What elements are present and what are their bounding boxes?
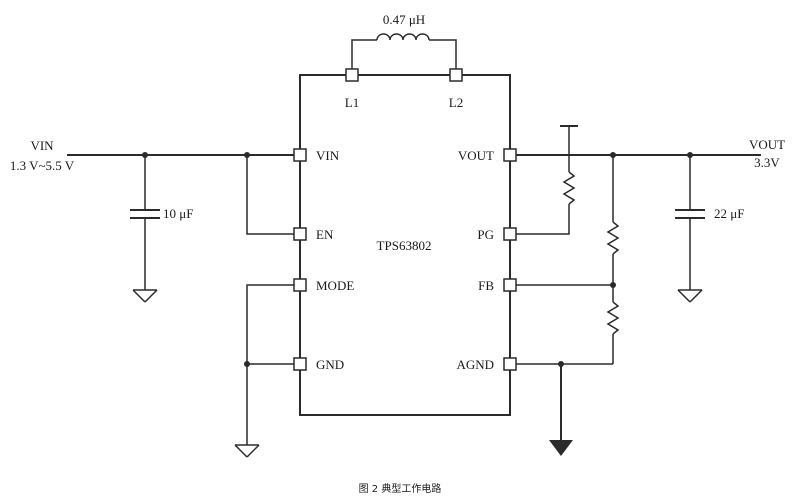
vin-label: VIN	[30, 138, 54, 153]
pin-en	[293, 227, 307, 241]
pin-gnd	[293, 357, 307, 371]
vin-range-label: 1.3 V~5.5 V	[10, 158, 75, 173]
pin-vin-label: VIN	[316, 148, 340, 163]
fb-junction-dot	[610, 282, 616, 288]
gnd-junction-dot	[244, 361, 250, 367]
pin-l1-label: L1	[345, 95, 359, 110]
pin-fb	[503, 278, 517, 292]
ground-symbol-mode	[234, 444, 260, 458]
feedback-divider	[606, 155, 620, 364]
figure-caption: 图 2 典型工作电路	[359, 482, 442, 495]
vout-label: VOUT	[749, 137, 785, 152]
pg-pullup-resistor	[510, 125, 578, 235]
vout-voltage-label: 3.3V	[754, 155, 780, 170]
pin-mode-label: MODE	[316, 278, 354, 293]
chip-name-label: TPS63802	[377, 238, 432, 253]
input-cap-label: 10 μF	[163, 206, 193, 221]
pin-vout	[503, 148, 517, 162]
pin-agnd	[503, 357, 517, 371]
pin-vout-label: VOUT	[458, 148, 494, 163]
pin-pg-label: PG	[477, 227, 494, 242]
ground-symbol-output	[677, 289, 703, 303]
pin-vin	[293, 148, 307, 162]
pin-l2-label: L2	[449, 95, 463, 110]
en-wire	[246, 155, 300, 235]
ground-symbol-agnd	[549, 440, 573, 456]
pin-fb-label: FB	[478, 278, 494, 293]
pin-agnd-label: AGND	[456, 357, 494, 372]
pin-pg	[503, 227, 517, 241]
mode-wire	[246, 284, 300, 445]
input-capacitor	[130, 155, 160, 290]
inductor-symbol	[351, 33, 457, 76]
ic-body	[299, 74, 511, 416]
pin-l1	[345, 68, 359, 82]
output-cap-label: 22 μF	[714, 206, 744, 221]
pin-mode	[293, 278, 307, 292]
pin-en-label: EN	[316, 227, 334, 242]
pin-gnd-label: GND	[316, 357, 344, 372]
inductor-value-label: 0.47 μH	[383, 12, 425, 27]
pin-l2	[449, 68, 463, 82]
output-capacitor	[675, 155, 705, 290]
ground-symbol-input	[132, 289, 158, 303]
